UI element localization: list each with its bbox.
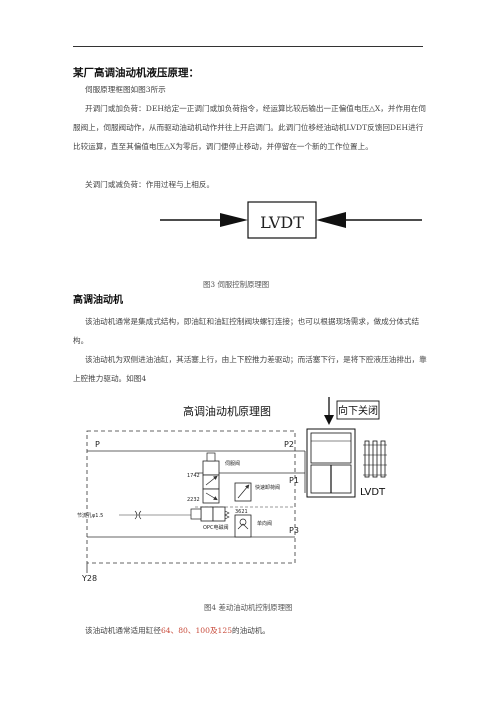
para-structure: 该油动机通常是集成式结构，即油缸和油缸控制阀块螺钉连接；也可以根据现场需求，做成… bbox=[73, 317, 420, 345]
fig4-code-3621: 3621 bbox=[235, 509, 248, 515]
para-applicable: 该油动机通常适用缸径64、80、100及125的油动机。 bbox=[85, 626, 271, 635]
fig3-caption: 图3 伺服控制原理图 bbox=[203, 280, 270, 289]
fig4-label-orifice: 节流孔φ1.5 bbox=[77, 512, 103, 519]
fig4-port-p: P bbox=[95, 440, 100, 449]
fig4-caption: 图4 差动油动机控制原理图 bbox=[204, 603, 293, 612]
para-close-valve: 关调门或减负荷：作用过程与上相反。 bbox=[85, 180, 215, 189]
fig4-lvdt-label: LVDT bbox=[360, 487, 386, 498]
fig4-close-box bbox=[336, 400, 380, 420]
bore-sizes: 64、80、100及125 bbox=[160, 626, 233, 635]
doc-heading: 某厂高调油动机液压原理： bbox=[73, 67, 199, 79]
fig4-close-label: 向下关闭 bbox=[338, 404, 378, 417]
fig4-label-servo: 伺服阀 bbox=[225, 460, 240, 467]
fig4-hydraulic-schematic: 高调油动机原理图 向下关闭 P P2 P1 P3 Y28 伺服阀 1742 快速… bbox=[77, 397, 387, 583]
fig4-title: 高调油动机原理图 bbox=[183, 404, 271, 418]
header-rule bbox=[73, 46, 423, 47]
fig4-close-arrow bbox=[324, 397, 334, 425]
para-intro: 伺服原理框图如图3所示 bbox=[85, 85, 166, 94]
fig4-port-p1: P1 bbox=[289, 476, 299, 485]
fig4-port-p2: P2 bbox=[284, 440, 294, 449]
fig3-left-arrow bbox=[160, 213, 248, 227]
section-title: 高调油动机 bbox=[73, 295, 123, 306]
fig4-label-check: 单向阀 bbox=[257, 520, 272, 527]
fig4-quick-relief-valve bbox=[234, 482, 252, 502]
fig4-orifice-symbol bbox=[134, 510, 142, 520]
fig4-check-valve bbox=[234, 514, 252, 538]
fig4-actuator-cylinder bbox=[306, 428, 356, 498]
para-open-valve: 开调门或加负荷：DEH给定一正调门或加负荷指令，经运算比较后输出一正偏值电压△X… bbox=[73, 104, 426, 151]
fig4-code-2232: 2232 bbox=[187, 497, 200, 503]
fig4-code-1742: 1742 bbox=[187, 473, 200, 479]
fig4-servo-valve bbox=[202, 452, 220, 504]
fig4-label-quick: 快速卸荷阀 bbox=[255, 484, 280, 491]
fig3-servo-diagram: LVDT bbox=[160, 201, 422, 239]
fig4-lvdt-sensor bbox=[363, 440, 387, 478]
fig4-opc-solenoid bbox=[190, 506, 230, 522]
fig3-lvdt-label: LVDT bbox=[260, 213, 304, 232]
fig4-port-p3: P3 bbox=[289, 526, 299, 535]
para-cylinder: 该油动机为双侧进油油缸，其活塞上行，由上下腔推力差驱动；而活塞下行，是将下腔液压… bbox=[73, 355, 427, 383]
fig4-label-opc: OPC电磁阀 bbox=[203, 524, 228, 531]
fig3-right-arrow bbox=[316, 212, 422, 228]
fig4-manifold-frame bbox=[86, 430, 296, 564]
fig4-port-y28: Y28 bbox=[81, 574, 97, 583]
